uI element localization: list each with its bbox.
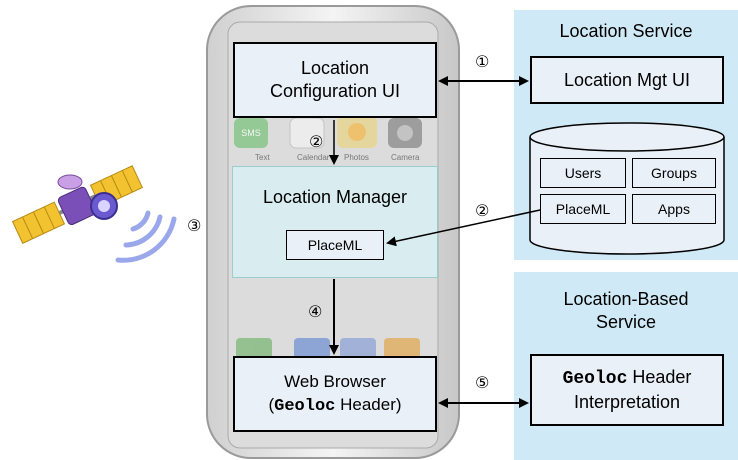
geoloc-interpretation-box: Geoloc Header Interpretation <box>530 354 724 426</box>
db-users-box: Users <box>540 158 626 188</box>
interpretation-label: Interpretation <box>573 392 681 412</box>
signal-waves-icon <box>115 210 177 263</box>
step-marker-4: ④ <box>308 302 323 321</box>
step-marker-3: ③ <box>187 216 202 235</box>
web-browser-box: Web Browser (Geoloc Header) <box>233 356 437 432</box>
config-line2: Configuration UI <box>269 81 401 101</box>
svg-text:Calendar: Calendar <box>297 153 330 162</box>
svg-text:Text: Text <box>255 153 270 162</box>
browser-geoloc-code: Geoloc <box>274 397 336 416</box>
location-manager-label: Location Manager <box>262 187 408 207</box>
svg-text:Camera: Camera <box>391 153 420 162</box>
step-marker-2-db: ② <box>475 201 490 220</box>
browser-open: ( <box>268 395 275 414</box>
location-configuration-ui-box: Location Configuration UI <box>233 42 437 118</box>
geoloc-code: Geoloc <box>562 369 628 389</box>
browser-header: Header) <box>335 395 402 414</box>
svg-text:SMS: SMS <box>241 128 261 138</box>
step-marker-1: ① <box>475 52 490 71</box>
db-apps-box: Apps <box>632 194 716 224</box>
header-label: Header <box>627 367 692 387</box>
browser-line1: Web Browser <box>284 372 386 391</box>
satellite-icon <box>11 165 144 244</box>
app-icons-row: SMS <box>234 116 422 149</box>
location-mgt-ui-box: Location Mgt UI <box>530 56 724 104</box>
lbs-title: Location-Based Service <box>514 288 738 334</box>
dock-icons <box>236 338 420 360</box>
svg-text:Photos: Photos <box>344 153 369 162</box>
db-groups-box: Groups <box>632 158 716 188</box>
step-marker-5: ⑤ <box>475 373 490 392</box>
location-service-title: Location Service <box>559 21 693 41</box>
config-line1: Location <box>300 58 370 78</box>
arrow-db-to-placeml <box>386 209 541 247</box>
lbs-title-line2: Service <box>595 312 657 332</box>
db-placeml-box: PlaceML <box>540 194 626 224</box>
phone-placeml-box: PlaceML <box>286 230 384 260</box>
step-marker-2-phone: ② <box>309 132 324 151</box>
lbs-title-line1: Location-Based <box>563 289 689 309</box>
